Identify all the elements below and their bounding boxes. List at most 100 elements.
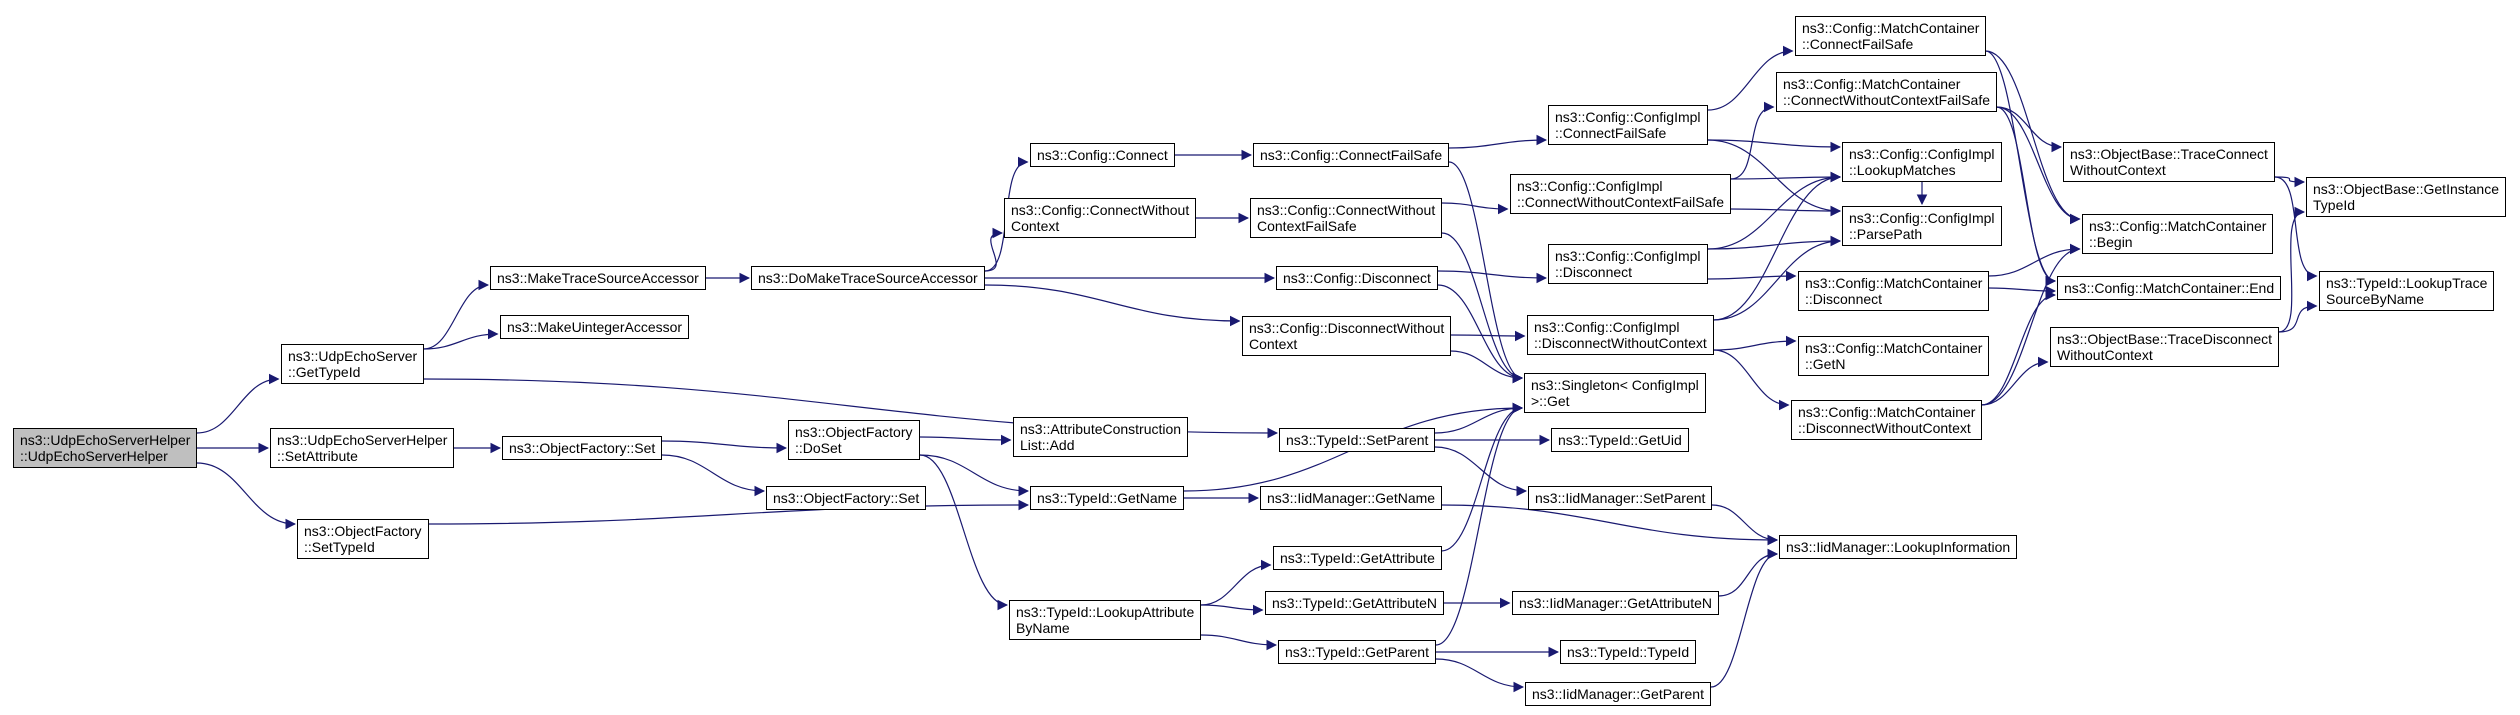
graph-node-label: ns3::TypeId::GetName xyxy=(1037,490,1178,506)
graph-node-iidSetParent[interactable]: ns3::IidManager::SetParent xyxy=(1528,486,1713,510)
graph-node-typeIdGetParent[interactable]: ns3::TypeId::GetParent xyxy=(1278,640,1436,664)
graph-node-typeIdSetParent[interactable]: ns3::TypeId::SetParent xyxy=(1279,428,1436,452)
graph-edge-implConnectWithoutContextFailSafe-to-mcConnectWithoutContextFailSafe xyxy=(1730,101,1775,180)
graph-node-lookupMatches[interactable]: ns3::Config::ConfigImpl::LookupMatches xyxy=(1842,142,2002,182)
graph-node-configDisconnect[interactable]: ns3::Config::Disconnect xyxy=(1276,266,1438,290)
graph-edge-iidGetName-to-iidLookupInformation xyxy=(1441,504,1779,546)
graph-node-typeIdGetAttribute[interactable]: ns3::TypeId::GetAttribute xyxy=(1273,546,1442,570)
graph-node-doMakeTraceSourceAccessor[interactable]: ns3::DoMakeTraceSourceAccessor xyxy=(751,266,985,290)
graph-node-setAttribute[interactable]: ns3::UdpEchoServerHelper::SetAttribute xyxy=(270,428,455,468)
graph-node-parsePath[interactable]: ns3::Config::ConfigImpl::ParsePath xyxy=(1842,206,2002,246)
graph-node-implDisconnect[interactable]: ns3::Config::ConfigImpl::Disconnect xyxy=(1548,244,1708,284)
graph-node-label: ::ParsePath xyxy=(1849,226,1923,242)
graph-node-factoryDoSet[interactable]: ns3::ObjectFactory::DoSet xyxy=(788,420,920,460)
graph-edge-iidSetParent-to-iidLookupInformation xyxy=(1711,504,1779,546)
graph-node-label: ::ConnectFailSafe xyxy=(1802,36,1914,52)
graph-node-label: ns3::MakeTraceSourceAccessor xyxy=(497,270,699,286)
graph-node-mcEnd[interactable]: ns3::Config::MatchContainer::End xyxy=(2057,276,2282,300)
graph-node-makeTraceSourceAccessor[interactable]: ns3::MakeTraceSourceAccessor xyxy=(490,266,706,290)
graph-edge-typeIdGetParent-to-iidGetParent xyxy=(1435,658,1525,693)
graph-node-label: ns3::UdpEchoServerHelper xyxy=(20,432,191,448)
graph-node-label: ns3::ObjectBase::TraceConnect xyxy=(2070,146,2268,162)
graph-node-label: ::DisconnectWithoutContext xyxy=(1534,335,1707,351)
graph-node-factorySet2[interactable]: ns3::ObjectFactory::Set xyxy=(766,486,927,510)
graph-node-label: ns3::TypeId::GetAttribute xyxy=(1280,550,1435,566)
graph-node-label: ::DoSet xyxy=(795,440,842,456)
graph-edge-configConnectWithoutContextFailSafe-to-singletonGet xyxy=(1441,232,1524,384)
graph-node-label: ::LookupMatches xyxy=(1849,162,1956,178)
graph-node-implConnectFailSafe[interactable]: ns3::Config::ConfigImpl::ConnectFailSafe xyxy=(1548,105,1708,145)
graph-node-label: Context xyxy=(1249,336,1298,352)
graph-node-label: ns3::Config::Disconnect xyxy=(1283,270,1431,286)
graph-node-label: Context xyxy=(1011,218,1060,234)
graph-node-label: ::UdpEchoServerHelper xyxy=(20,448,168,464)
graph-node-mcDisconnect[interactable]: ns3::Config::MatchContainer::Disconnect xyxy=(1798,271,1990,311)
graph-edge-factoryDoSet-to-attrListAdd xyxy=(919,434,1012,446)
graph-edge-factoryDoSet-to-typeIdGetName xyxy=(919,454,1030,497)
graph-node-label: ns3::Config::Connect xyxy=(1037,147,1168,163)
graph-edge-implDisconnectWithoutContext-to-mcDisconnectWithoutContext xyxy=(1713,349,1790,411)
graph-node-singletonGet[interactable]: ns3::Singleton< ConfigImpl>::Get xyxy=(1524,373,1706,413)
graph-node-implDisconnectWithoutContext[interactable]: ns3::Config::ConfigImpl::DisconnectWitho… xyxy=(1527,315,1714,355)
graph-edge-implDisconnect-to-lookupMatches xyxy=(1707,171,1842,250)
graph-node-label: ns3::IidManager::GetAttributeN xyxy=(1519,595,1712,611)
graph-edge-typeIdGetParent-to-singletonGet xyxy=(1435,402,1524,646)
graph-node-typeIdGetName[interactable]: ns3::TypeId::GetName xyxy=(1030,486,1185,510)
graph-node-label: ::ConnectWithoutContextFailSafe xyxy=(1783,92,1990,108)
graph-node-label: ::ConnectWithoutContextFailSafe xyxy=(1517,194,1724,210)
graph-node-label: ns3::ObjectBase::GetInstance xyxy=(2313,181,2499,197)
graph-node-iidGetAttributeN[interactable]: ns3::IidManager::GetAttributeN xyxy=(1512,591,1719,615)
graph-node-label: ::SetAttribute xyxy=(277,448,358,464)
graph-edge-lookupAttributeByName-to-typeIdGetAttributeN xyxy=(1200,604,1264,616)
graph-node-label: ns3::Config::ConfigImpl xyxy=(1555,109,1701,125)
graph-node-mcGetN[interactable]: ns3::Config::MatchContainer::GetN xyxy=(1798,336,1990,376)
graph-edge-mcConnectFailSafe-to-mcEnd xyxy=(1985,50,2057,287)
graph-node-factorySet[interactable]: ns3::ObjectFactory::Set xyxy=(502,436,663,460)
graph-node-mcConnectFailSafe[interactable]: ns3::Config::MatchContainer::ConnectFail… xyxy=(1795,16,1987,56)
graph-node-makeUintegerAccessor[interactable]: ns3::MakeUintegerAccessor xyxy=(500,315,690,339)
graph-node-label: ns3::Config::ConfigImpl xyxy=(1517,178,1663,194)
graph-node-typeIdGetAttributeN[interactable]: ns3::TypeId::GetAttributeN xyxy=(1265,591,1444,615)
graph-node-iidGetName[interactable]: ns3::IidManager::GetName xyxy=(1260,486,1443,510)
graph-node-mcDisconnectWithoutContext[interactable]: ns3::Config::MatchContainer::DisconnectW… xyxy=(1791,400,1983,440)
graph-node-mcBegin[interactable]: ns3::Config::MatchContainer::Begin xyxy=(2082,214,2274,254)
graph-node-typeIdGetUid[interactable]: ns3::TypeId::GetUid xyxy=(1551,428,1689,452)
graph-node-label: ::GetN xyxy=(1805,356,1846,372)
graph-node-typeIdCtor[interactable]: ns3::TypeId::TypeId xyxy=(1560,640,1697,664)
graph-node-iidGetParent[interactable]: ns3::IidManager::GetParent xyxy=(1525,682,1711,706)
graph-node-iidLookupInformation[interactable]: ns3::IidManager::LookupInformation xyxy=(1779,535,2018,559)
graph-node-implConnectWithoutContextFailSafe[interactable]: ns3::Config::ConfigImpl::ConnectWithoutC… xyxy=(1510,174,1731,214)
graph-node-label: TypeId xyxy=(2313,197,2356,213)
graph-edge-doMakeTraceSourceAccessor-to-configConnectWithoutContext xyxy=(984,227,1004,272)
graph-node-factorySetTypeId[interactable]: ns3::ObjectFactory::SetTypeId xyxy=(297,519,429,559)
graph-node-label: ns3::Config::ConfigImpl xyxy=(1555,248,1701,264)
graph-node-label: ns3::IidManager::SetParent xyxy=(1535,490,1706,506)
graph-edge-typeIdSetParent-to-iidSetParent xyxy=(1434,446,1528,497)
graph-edge-factorySet-to-factorySet2 xyxy=(661,454,766,497)
graph-node-configConnectFailSafe[interactable]: ns3::Config::ConnectFailSafe xyxy=(1253,143,1450,167)
graph-node-mcConnectWithoutContextFailSafe[interactable]: ns3::Config::MatchContainer::ConnectWith… xyxy=(1776,72,1997,112)
graph-node-udpEchoServerGetTypeId[interactable]: ns3::UdpEchoServer::GetTypeId xyxy=(281,344,425,384)
graph-edge-traceConnectWithoutContext-to-lookupTraceSourceByName xyxy=(2274,176,2318,282)
graph-edge-traceConnectWithoutContext-to-getInstanceTypeId xyxy=(2274,176,2306,188)
graph-node-label: ns3::MakeUintegerAccessor xyxy=(507,319,683,335)
graph-node-udpEchoServerHelperCtor: ns3::UdpEchoServerHelper::UdpEchoServerH… xyxy=(13,428,198,468)
graph-node-label: ns3::Config::ConnectFailSafe xyxy=(1260,147,1443,163)
graph-node-label: ::Disconnect xyxy=(1805,291,1883,307)
graph-edge-configDisconnectWithoutContext-to-singletonGet xyxy=(1450,350,1524,384)
graph-node-label: ns3::ObjectFactory::Set xyxy=(509,440,656,456)
graph-edge-factorySetTypeId-to-typeIdGetName xyxy=(428,499,1030,525)
graph-node-label: ns3::ObjectFactory xyxy=(304,523,422,539)
graph-node-configConnect[interactable]: ns3::Config::Connect xyxy=(1030,143,1175,167)
graph-node-label: ns3::Config::MatchContainer::End xyxy=(2064,280,2275,296)
